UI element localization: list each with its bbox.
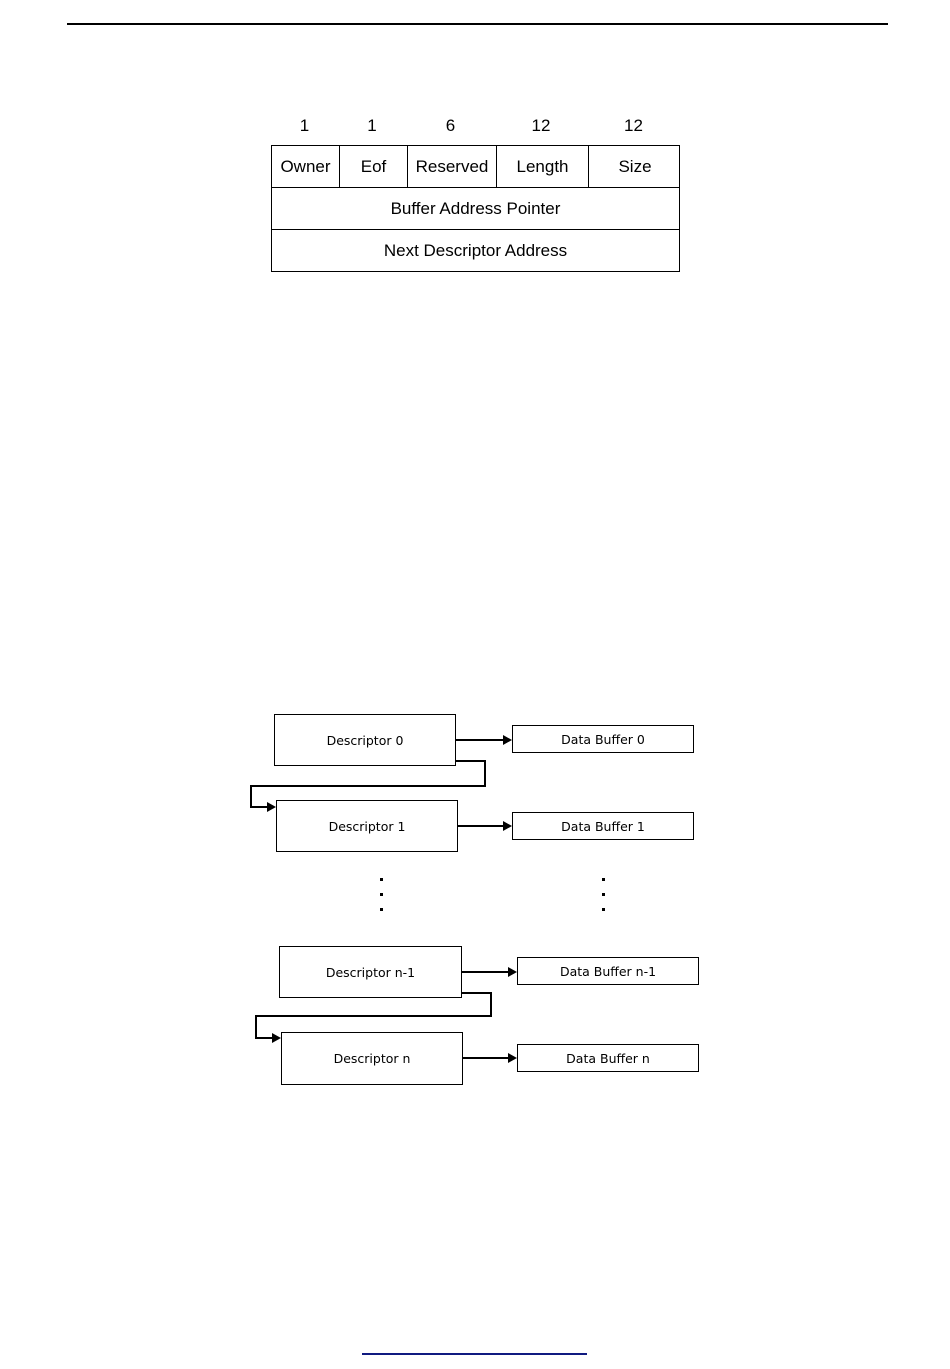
bit-width-eof: 1 (367, 116, 377, 135)
bit-width-owner: 1 (299, 116, 310, 135)
bit-width-length: 12 (531, 116, 551, 135)
connector-desc0-next-seg-down (484, 760, 486, 787)
connector-desc0-next-seg-left (250, 785, 486, 787)
arrow-head-descriptor-1-to-buffer-1 (503, 821, 512, 831)
connector-desc0-next-seg-into-desc1 (250, 806, 269, 808)
next-descriptor-address-label: Next Descriptor Address (383, 240, 568, 260)
node-descriptor-1: Descriptor 1 (276, 800, 458, 852)
bit-width-size: 12 (624, 116, 643, 135)
arrow-head-descriptor-n-minus-1-to-buffer (508, 967, 517, 977)
connector-descn1-next-seg-right (462, 992, 492, 994)
buffer-address-pointer-label: Buffer Address Pointer (390, 198, 561, 218)
bit-width-labels: 1 1 6 12 12 (271, 114, 680, 138)
next-descriptor-address-row: Next Descriptor Address (271, 230, 680, 272)
node-descriptor-n: Descriptor n (281, 1032, 463, 1085)
connector-desc0-next-seg-down2 (250, 785, 252, 807)
connector-descn1-next-seg-left (255, 1015, 492, 1017)
page-header-rule (67, 23, 888, 25)
node-descriptor-0: Descriptor 0 (274, 714, 456, 766)
ellipsis-dot-buffers-2 (602, 893, 605, 896)
page-footer-rule (362, 1353, 587, 1355)
field-eof: Eof (339, 146, 407, 187)
arrow-head-descriptor-0-to-buffer-0 (503, 735, 512, 745)
node-descriptor-n-minus-1: Descriptor n-1 (279, 946, 462, 998)
descriptor-format-table: Owner Eof Reserved Length Size Buffer Ad… (271, 145, 680, 272)
node-data-buffer-0: Data Buffer 0 (512, 725, 694, 753)
connector-descn1-next-seg-down2 (255, 1015, 257, 1038)
ellipsis-dot-buffers-1 (602, 878, 605, 881)
ellipsis-dot-descriptors-2 (380, 893, 383, 896)
arrow-head-descriptor-n-to-buffer-n (508, 1053, 517, 1063)
bit-width-reserved: 6 (445, 116, 456, 135)
arrow-head-descn1-to-descn (272, 1033, 281, 1043)
node-data-buffer-n-minus-1: Data Buffer n-1 (517, 957, 699, 985)
connector-descn1-next-seg-into-descn (255, 1037, 274, 1039)
arrow-head-desc0-to-desc1 (267, 802, 276, 812)
connector-descriptor-n-minus-1-to-buffer (462, 971, 508, 973)
ellipsis-dot-descriptors-1 (380, 878, 383, 881)
field-reserved: Reserved (407, 146, 496, 187)
connector-descriptor-1-to-buffer-1 (458, 825, 503, 827)
field-size: Size (588, 146, 681, 187)
node-data-buffer-1: Data Buffer 1 (512, 812, 694, 840)
field-owner: Owner (280, 156, 331, 176)
connector-descriptor-0-to-buffer-0 (456, 739, 503, 741)
field-length: Length (496, 146, 588, 187)
connector-descriptor-n-to-buffer-n (463, 1057, 508, 1059)
descriptor-field-row: Owner Eof Reserved Length Size (271, 145, 680, 188)
ellipsis-dot-descriptors-3 (380, 908, 383, 911)
connector-descn1-next-seg-down (490, 992, 492, 1017)
buffer-address-pointer-row: Buffer Address Pointer (271, 188, 680, 230)
ellipsis-dot-buffers-3 (602, 908, 605, 911)
node-data-buffer-n: Data Buffer n (517, 1044, 699, 1072)
connector-desc0-next-seg-right (456, 760, 486, 762)
